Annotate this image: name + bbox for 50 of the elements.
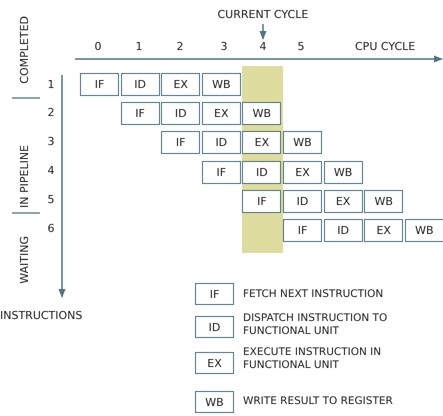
row-number: 2 <box>48 106 54 119</box>
stage-box: EX <box>324 190 363 213</box>
legend-description: WRITE RESULT TO REGISTER <box>243 395 394 408</box>
legend-description: DISPATCH INSTRUCTION TO FUNCTIONAL UNIT <box>243 312 388 338</box>
stage-box: EX <box>202 102 241 126</box>
stage-box: ID <box>324 219 363 242</box>
tick-label: 5 <box>298 40 304 53</box>
axis-title: CPU CYCLE <box>355 40 416 53</box>
row-number: 5 <box>48 193 54 206</box>
stage-box: EX <box>242 131 282 154</box>
stage-box: WB <box>202 73 241 96</box>
stage-box: ID <box>283 190 322 213</box>
stage-box: ID <box>120 73 160 96</box>
stage-box: IF <box>283 219 322 242</box>
stage-box: EX <box>161 73 200 96</box>
tick-label: 1 <box>136 40 142 53</box>
stage-box: ID <box>161 102 200 126</box>
row-number: 3 <box>48 135 54 148</box>
axis-title: INSTRUCTIONS <box>0 309 82 322</box>
tick-label: 3 <box>220 40 228 53</box>
tick-label: 2 <box>176 40 184 53</box>
stage-box: IF <box>242 190 282 213</box>
stage-box: IF <box>202 160 241 184</box>
axis-annotation: CURRENT CYCLE <box>218 8 308 21</box>
legend-key-box: IF <box>195 283 234 305</box>
stage-box: ID <box>242 160 282 184</box>
group-label: COMPLETED <box>18 16 30 84</box>
stage-box: WB <box>324 160 363 184</box>
group-label: WAITING <box>18 236 30 284</box>
legend-description: EXECUTE INSTRUCTION IN FUNCTIONAL UNIT <box>243 346 382 372</box>
stage-box: IF <box>161 131 200 154</box>
legend-description: FETCH NEXT INSTRUCTION <box>243 288 384 301</box>
row-number: 4 <box>48 164 54 177</box>
stage-box: WB <box>283 131 322 154</box>
legend-key-box: WB <box>195 391 234 413</box>
stage-box: EX <box>364 219 404 242</box>
row-number: 6 <box>48 222 54 235</box>
stage-box: WB <box>404 219 443 242</box>
group-label: IN PIPELINE <box>18 144 30 208</box>
tick-label: 0 <box>94 40 102 53</box>
stage-box: WB <box>242 102 282 126</box>
stage-box: EX <box>283 160 322 184</box>
row-number: 1 <box>48 78 54 91</box>
tick-label: 4 <box>260 40 266 53</box>
legend-key-box: ID <box>195 316 234 338</box>
stage-box: IF <box>120 102 160 126</box>
stage-box: IF <box>80 73 119 96</box>
legend-key-box: EX <box>195 352 234 374</box>
stage-box: WB <box>364 190 404 213</box>
stage-box: ID <box>202 131 241 154</box>
